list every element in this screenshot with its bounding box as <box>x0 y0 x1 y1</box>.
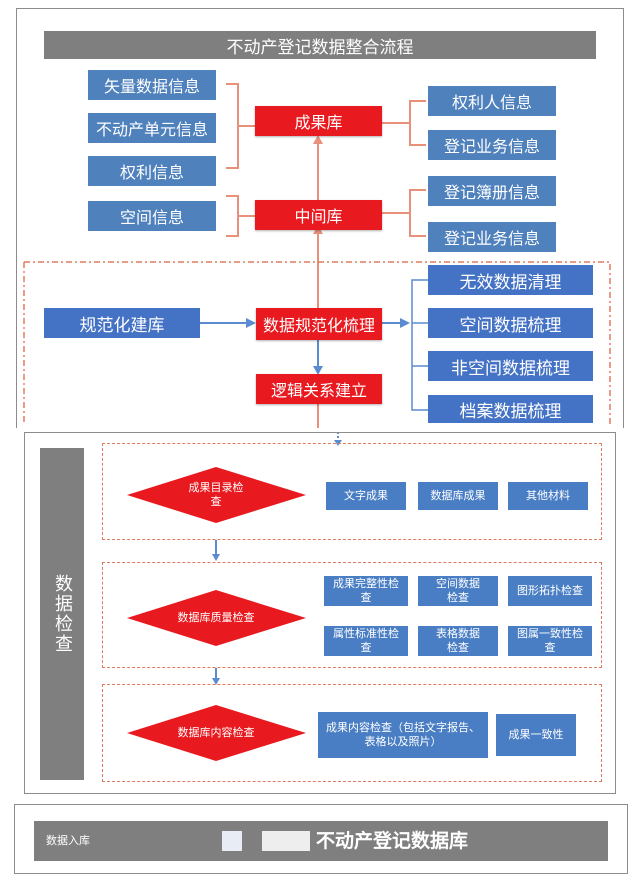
normalize-sort-label: 数据规范化梳理 <box>262 316 375 335</box>
check-frame <box>24 432 616 794</box>
mid-db-box: 中间库 <box>255 200 382 230</box>
check1-item-2: 数据库成果 <box>418 482 498 510</box>
cleanup-label: 无效数据清理 <box>459 272 562 293</box>
logic-build-box: 逻辑关系建立 <box>256 374 382 404</box>
check2-item-label: 属性标准性检查 <box>333 627 399 654</box>
check-group-3 <box>102 684 602 782</box>
check3-item-label: 成果内容检查（包括文字报告、表格以及照片） <box>326 721 480 748</box>
cleanup-4: 档案数据梳理 <box>428 395 593 423</box>
footer-left-label: 数据入库 <box>46 832 90 848</box>
footer-bar <box>34 821 608 861</box>
check2-item-label: 图形拓扑检查 <box>517 584 583 597</box>
diamond-2-label: 数据库质量检查 <box>156 608 276 628</box>
check1-item-1: 文字成果 <box>326 482 406 510</box>
check2-item-6: 图属一致性检查 <box>508 626 592 656</box>
cleanup-label: 非空间数据梳理 <box>451 358 570 379</box>
left-info-2: 不动产单元信息 <box>88 113 216 143</box>
page-title: 不动产登记数据整合流程 <box>226 37 414 58</box>
check-label: 数据检查 <box>52 574 73 654</box>
check2-item-label: 空间数据检查 <box>436 577 480 604</box>
diamond-1-label: 成果目录检查 <box>176 478 256 512</box>
diamond-1-text: 成果目录检查 <box>188 481 244 508</box>
check2-item-label: 图属一致性检查 <box>517 627 583 654</box>
normalize-build-box: 规范化建库 <box>44 308 200 338</box>
check-group-1 <box>102 443 602 540</box>
left-info-3: 权利信息 <box>88 156 216 186</box>
left-info-label: 权利信息 <box>119 163 184 182</box>
footer-left-text: 数据入库 <box>46 834 90 847</box>
cleanup-1: 无效数据清理 <box>428 265 593 295</box>
check1-item-3: 其他材料 <box>508 482 588 510</box>
check2-item-1: 成果完整性检查 <box>324 576 408 606</box>
result-db-label: 成果库 <box>294 113 343 132</box>
check3-item-label: 成果一致性 <box>508 728 564 741</box>
check2-item-label: 表格数据检查 <box>436 627 480 654</box>
cleanup-label: 空间数据梳理 <box>459 315 562 336</box>
footer-frame <box>14 804 628 874</box>
normalize-build-label: 规范化建库 <box>79 315 165 336</box>
check1-item-label: 数据库成果 <box>430 489 486 502</box>
footer-icon-1 <box>222 831 242 851</box>
cleanup-3: 非空间数据梳理 <box>428 351 593 381</box>
check3-item-2: 成果一致性 <box>496 714 576 756</box>
check-group-2 <box>102 562 602 668</box>
check2-item-5: 表格数据检查 <box>418 626 498 656</box>
right-info-1: 权利人信息 <box>428 86 556 116</box>
right-info-3: 登记簿册信息 <box>428 176 556 206</box>
normalize-sort-box: 数据规范化梳理 <box>256 308 382 340</box>
check1-item-label: 文字成果 <box>344 489 388 502</box>
right-info-label: 登记业务信息 <box>443 229 540 248</box>
diamond-3-label: 数据库内容检查 <box>156 723 276 743</box>
check2-item-label: 成果完整性检查 <box>333 577 399 604</box>
result-db-box: 成果库 <box>255 106 382 136</box>
check3-item-1: 成果内容检查（包括文字报告、表格以及照片） <box>318 712 488 758</box>
left-info-label: 矢量数据信息 <box>103 77 200 96</box>
check2-item-3: 图形拓扑检查 <box>508 576 592 606</box>
left-info-1: 矢量数据信息 <box>88 70 216 100</box>
cleanup-2: 空间数据梳理 <box>428 308 593 338</box>
cleanup-label: 档案数据梳理 <box>459 401 562 422</box>
right-info-label: 权利人信息 <box>451 93 532 112</box>
right-info-label: 登记业务信息 <box>443 137 540 156</box>
right-info-label: 登记簿册信息 <box>443 183 540 202</box>
title-bar: 不动产登记数据整合流程 <box>44 31 596 59</box>
left-info-label: 不动产单元信息 <box>95 120 208 139</box>
left-info-4: 空间信息 <box>88 201 216 231</box>
upper-frame <box>16 8 624 428</box>
footer-icon-2 <box>262 831 310 851</box>
check-label-bar: 数据检查 <box>40 448 84 780</box>
check2-item-4: 属性标准性检查 <box>324 626 408 656</box>
diamond-2-text: 数据库质量检查 <box>177 611 255 624</box>
footer-db-text: 不动产登记数据库 <box>316 830 469 852</box>
left-info-label: 空间信息 <box>119 208 184 227</box>
footer-db-name: 不动产登记数据库 <box>316 826 468 853</box>
mid-db-label: 中间库 <box>294 207 343 226</box>
diamond-3-text: 数据库内容检查 <box>177 726 255 739</box>
check1-item-label: 其他材料 <box>526 489 570 502</box>
right-info-2: 登记业务信息 <box>428 130 556 160</box>
right-info-4: 登记业务信息 <box>428 222 556 252</box>
logic-build-label: 逻辑关系建立 <box>270 381 367 400</box>
check2-item-2: 空间数据检查 <box>418 576 498 606</box>
